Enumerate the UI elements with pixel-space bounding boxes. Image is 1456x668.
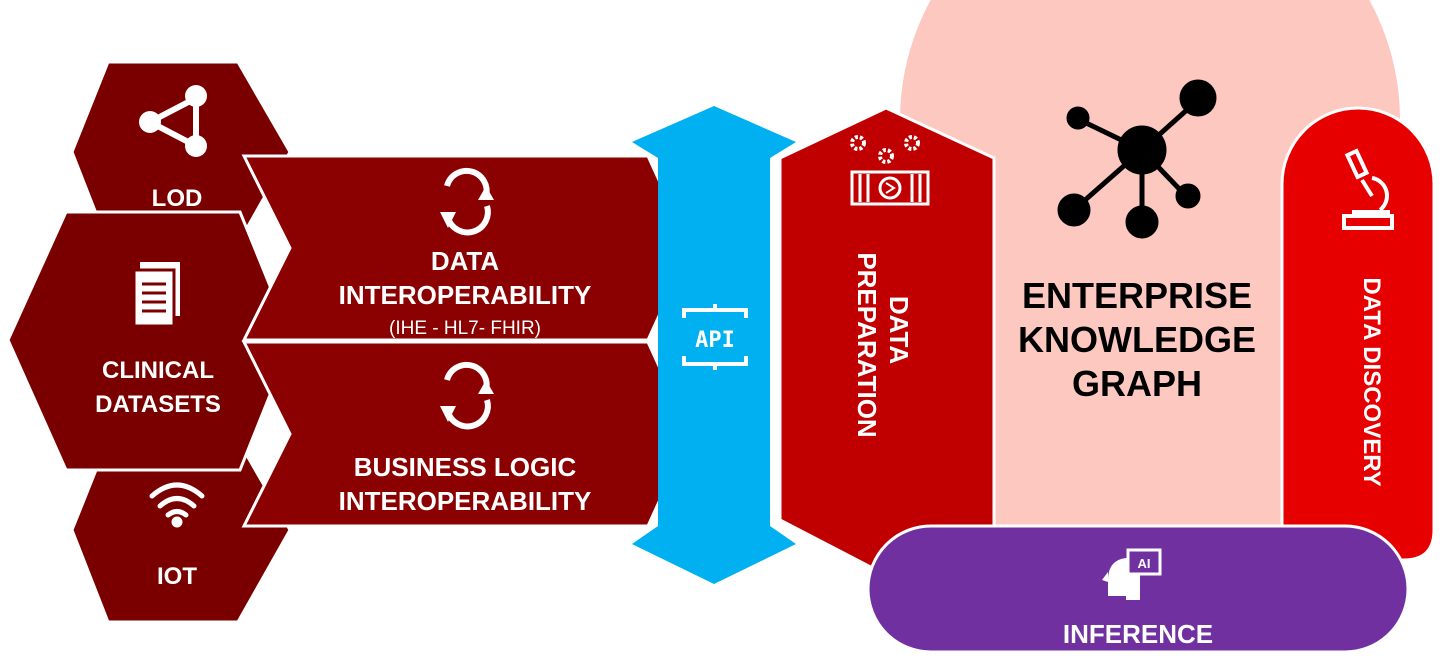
arrow-business-logic-interoperability: BUSINESS LOGIC INTEROPERABILITY bbox=[241, 340, 692, 528]
clinical-label-line1: CLINICAL bbox=[102, 357, 214, 384]
data-interop-line1: DATA bbox=[431, 246, 500, 276]
refresh-cycle-icon bbox=[440, 361, 494, 430]
svg-text:AI: AI bbox=[1138, 556, 1151, 571]
iot-label: IOT bbox=[157, 563, 197, 590]
knowledge-graph-line1: ENTERPRISE bbox=[1022, 275, 1252, 316]
data-pipeline-gears-icon bbox=[850, 135, 930, 206]
microscope-icon bbox=[1342, 148, 1394, 230]
graph-network-icon bbox=[1057, 79, 1217, 239]
document-icon bbox=[132, 262, 180, 328]
inference-label: INFERENCE bbox=[1063, 619, 1213, 649]
api-connector: API bbox=[632, 106, 796, 584]
business-interop-line2: INTEROPERABILITY bbox=[339, 486, 592, 516]
data-discovery-panel: DATA DISCOVERY bbox=[1280, 106, 1436, 562]
share-network-icon bbox=[139, 85, 207, 157]
hex-lod: LOD bbox=[70, 60, 292, 246]
data-interop-line2: INTEROPERABILITY bbox=[339, 280, 592, 310]
business-interop-line1: BUSINESS LOGIC bbox=[354, 452, 577, 482]
arrow-data-interoperability: DATA INTEROPERABILITY (IHE - HL7- FHIR) bbox=[241, 154, 692, 342]
preparation-line2: PREPARATION bbox=[852, 252, 882, 437]
api-label: API bbox=[695, 328, 735, 353]
ai-head-icon: AI bbox=[1102, 548, 1162, 600]
data-preparation-panel: DATA PREPARATION bbox=[778, 106, 996, 576]
hex-clinical-datasets: CLINICAL DATASETS bbox=[6, 210, 294, 472]
wifi-icon bbox=[149, 482, 205, 528]
clinical-label-line2: DATASETS bbox=[95, 391, 221, 418]
knowledge-graph-line2: KNOWLEDGE bbox=[1018, 319, 1256, 360]
refresh-cycle-icon bbox=[440, 167, 494, 236]
discovery-label: DATA DISCOVERY bbox=[1358, 277, 1385, 486]
knowledge-graph-line3: GRAPH bbox=[1072, 363, 1202, 404]
lod-label: LOD bbox=[152, 185, 203, 212]
inference-panel: AI INFERENCE bbox=[866, 524, 1410, 654]
data-interop-sub: (IHE - HL7- FHIR) bbox=[389, 318, 541, 339]
preparation-line1: DATA bbox=[884, 296, 914, 365]
api-icon bbox=[682, 304, 748, 370]
